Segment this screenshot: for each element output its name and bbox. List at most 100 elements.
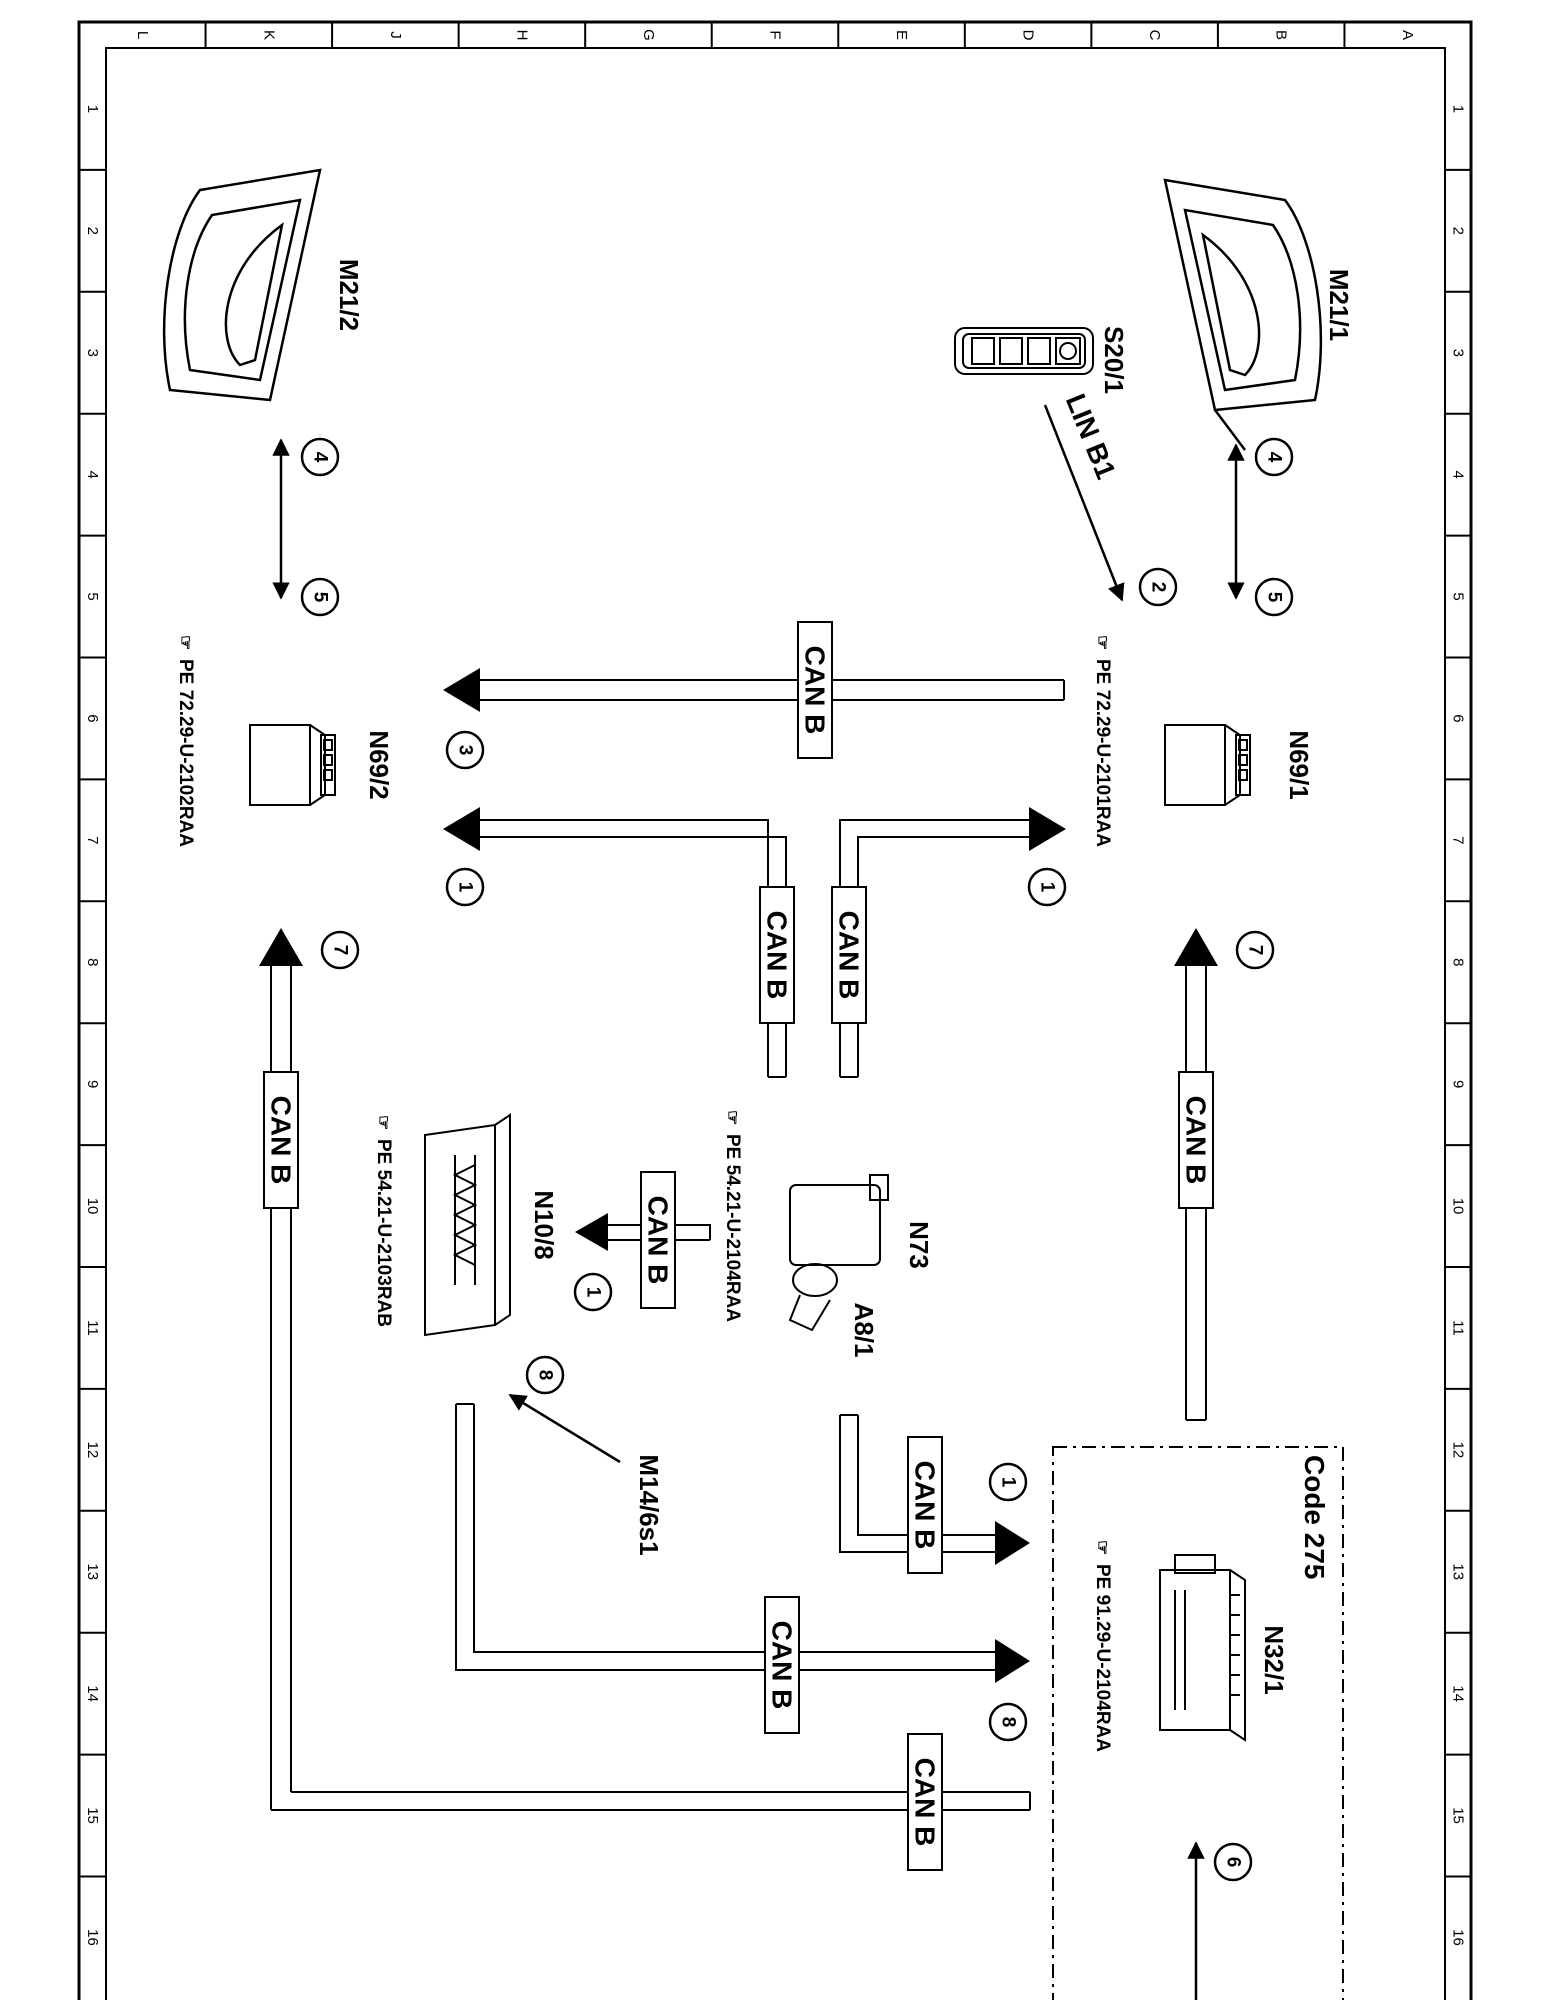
ruler-number: 7 xyxy=(1450,836,1467,844)
marker-3: 3 xyxy=(445,730,485,770)
ruler-number: 5 xyxy=(1450,592,1467,600)
svg-text:1: 1 xyxy=(998,1477,1019,1488)
can-b-label-n32-top: CAN B xyxy=(907,1436,943,1574)
svg-text:CAN B: CAN B xyxy=(800,646,831,735)
svg-text:8: 8 xyxy=(535,1370,556,1381)
label-m21-1: M21/1 xyxy=(1324,269,1354,341)
ruler-number: 12 xyxy=(1450,1442,1467,1459)
door-control-unit-right-icon xyxy=(1164,724,1251,806)
marker-4-left: 4 xyxy=(300,437,340,477)
can-b-label-left-vertical: CAN B xyxy=(263,1071,299,1209)
can-b-label-mid-left: CAN B xyxy=(759,886,795,1024)
label-n73: N73 xyxy=(904,1221,934,1269)
mirror-left-icon xyxy=(162,168,322,402)
book-icon: ☞ xyxy=(1093,635,1112,650)
book-icon: ☞ xyxy=(1093,1540,1112,1555)
ruler-number: 12 xyxy=(84,1442,101,1459)
label-a8-1: A8/1 xyxy=(849,1303,879,1358)
ruler-number: 9 xyxy=(84,1080,101,1088)
ruler-number: 1 xyxy=(1450,105,1467,113)
ruler-letter: D xyxy=(1020,30,1037,41)
ref-n10-8: ☞ PE 54.21-U-2103RAB xyxy=(373,1115,394,1327)
ruler-number: 5 xyxy=(84,592,101,600)
ruler-number: 6 xyxy=(1450,714,1467,722)
ruler-number: 2 xyxy=(1450,227,1467,235)
ruler-letter: L xyxy=(134,31,151,39)
sam-module-icon xyxy=(424,1113,511,1337)
svg-text:2: 2 xyxy=(1148,582,1169,593)
marker-8-top: 8 xyxy=(525,1355,565,1395)
label-n69-2: N69/2 xyxy=(364,730,394,799)
book-icon: ☞ xyxy=(374,1115,393,1130)
label-n69-1: N69/1 xyxy=(1284,730,1314,799)
label-n10-8: N10/8 xyxy=(529,1190,559,1259)
ruler-number: 4 xyxy=(84,470,101,478)
label-code-275: Code 275 xyxy=(1299,1455,1330,1580)
ref-n69-2: ☞ PE 72.29-U-2102RAA xyxy=(175,635,196,847)
ruler-number: 8 xyxy=(84,958,101,966)
marker-1-n10: 1 xyxy=(573,1272,613,1312)
ruler-number: 3 xyxy=(84,349,101,357)
svg-text:CAN B: CAN B xyxy=(1181,1096,1212,1185)
can-b-label-bottom: CAN B xyxy=(907,1733,943,1871)
ruler-number: 11 xyxy=(84,1320,101,1336)
marker-4-right: 4 xyxy=(1254,437,1294,477)
svg-text:4: 4 xyxy=(310,452,331,463)
ruler-number: 8 xyxy=(1450,958,1467,966)
marker-6: 6 xyxy=(1213,1842,1253,1882)
svg-text:CAN B: CAN B xyxy=(910,1461,941,1550)
marker-7-right: 7 xyxy=(1235,930,1275,970)
ruler-letter: A xyxy=(1399,30,1416,40)
svg-text:4: 4 xyxy=(1264,452,1285,463)
can-b-label-right-vertical: CAN B xyxy=(1178,1071,1214,1209)
marker-8-n32: 8 xyxy=(988,1702,1028,1742)
svg-text:3: 3 xyxy=(455,745,476,756)
ignition-switch-icon xyxy=(788,1174,889,1332)
circled-markers: 4 5 4 5 2 3 1 1 7 7 1 8 1 8 6 xyxy=(300,437,1294,1882)
svg-text:5: 5 xyxy=(1264,592,1285,603)
marker-1-n32: 1 xyxy=(988,1462,1028,1502)
door-control-unit-left-icon xyxy=(249,724,336,806)
svg-text:1: 1 xyxy=(455,882,476,893)
book-icon: ☞ xyxy=(723,1110,742,1125)
ruler-number: 11 xyxy=(1450,1320,1467,1336)
ruler-number: 15 xyxy=(84,1807,101,1824)
ruler-number: 16 xyxy=(1450,1929,1467,1946)
ruler-number: 15 xyxy=(1450,1807,1467,1824)
ruler-letter: H xyxy=(513,30,530,41)
marker-5-left: 5 xyxy=(300,577,340,617)
marker-1-right: 1 xyxy=(1027,867,1067,907)
svg-text:5: 5 xyxy=(310,592,331,603)
label-m14-6s1: M14/6s1 xyxy=(634,1454,664,1555)
svg-text:PE 54.21-U-2104RAA: PE 54.21-U-2104RAA xyxy=(722,1134,743,1322)
code-275-box xyxy=(1052,1446,1344,2000)
signal-arrows xyxy=(272,404,1245,2000)
marker-7-left: 7 xyxy=(320,930,360,970)
ruler-number: 13 xyxy=(84,1563,101,1580)
ruler-number: 10 xyxy=(84,1198,101,1215)
ruler-letter: G xyxy=(640,29,657,41)
ruler-letter: E xyxy=(893,30,910,40)
ruler-number: 2 xyxy=(84,227,101,235)
marker-1-left: 1 xyxy=(445,867,485,907)
seat-control-module-icon xyxy=(1159,1554,1246,1742)
can-b-label-top: CAN B xyxy=(797,621,833,759)
ruler-number: 16 xyxy=(84,1929,101,1946)
ruler-number: 7 xyxy=(84,836,101,844)
bus-lines xyxy=(270,679,1207,1811)
book-icon: ☞ xyxy=(176,635,195,650)
ruler-letter: K xyxy=(260,30,277,40)
svg-text:PE 72.29-U-2102RAA: PE 72.29-U-2102RAA xyxy=(175,659,196,847)
svg-text:CAN B: CAN B xyxy=(834,911,865,1000)
ruler-number: 10 xyxy=(1450,1198,1467,1215)
ruler-number: 4 xyxy=(1450,470,1467,478)
svg-text:6: 6 xyxy=(1223,1857,1244,1868)
window-switch-block-icon xyxy=(954,327,1094,375)
ruler-letter: F xyxy=(767,30,784,39)
svg-text:PE 72.29-U-2101RAA: PE 72.29-U-2101RAA xyxy=(1092,659,1113,847)
mirror-right-icon xyxy=(1163,178,1323,451)
can-b-label-n73: CAN B xyxy=(640,1171,676,1309)
svg-text:7: 7 xyxy=(1245,945,1266,956)
ref-n32-1: ☞ PE 91.29-U-2104RAA xyxy=(1092,1540,1113,1752)
